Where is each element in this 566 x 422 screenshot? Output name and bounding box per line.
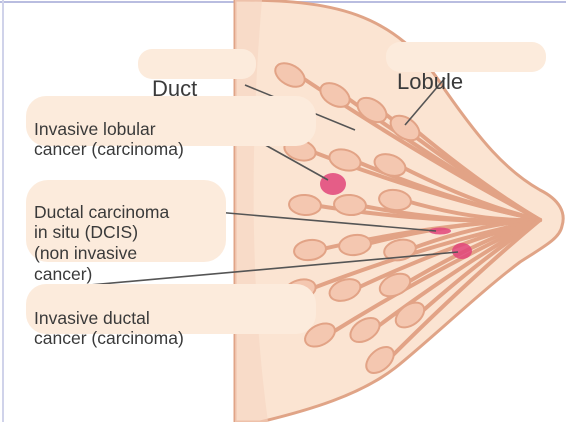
invasive-lobular-label: Invasive lobular cancer (carcinoma)	[34, 98, 184, 181]
invasive-lobular-tumor	[320, 173, 346, 195]
lobule-label-text: Lobule	[397, 69, 463, 95]
invasive-ductal-tumor	[452, 243, 472, 259]
dcis-label-text: Ductal carcinoma in situ (DCIS) (non inv…	[34, 202, 169, 285]
invasive-ductal-label-text: Invasive ductal cancer (carcinoma)	[34, 308, 184, 349]
invasive-ductal-label: Invasive ductal cancer (carcinoma)	[34, 287, 184, 370]
lobule-label: Lobule	[397, 43, 463, 121]
invasive-lobular-label-text: Invasive lobular cancer (carcinoma)	[34, 119, 184, 160]
